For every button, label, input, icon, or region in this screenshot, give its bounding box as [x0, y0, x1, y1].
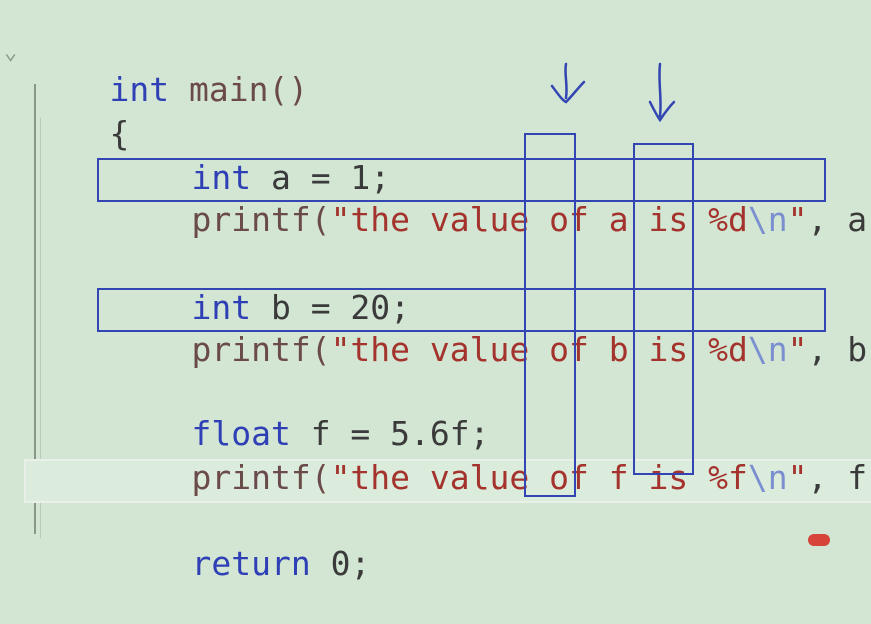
format-specifier: %f	[708, 458, 748, 497]
code-line-5[interactable]: int b = 20;	[112, 248, 410, 368]
keyword: int	[191, 288, 252, 327]
format-specifier: %d	[708, 330, 748, 369]
function-call: printf(	[191, 330, 331, 369]
scope-line	[34, 84, 36, 534]
string-literal: "	[787, 458, 808, 497]
format-specifier: %d	[708, 200, 748, 239]
code-editor[interactable]: ⌄ int main() { int a = 1; printf("the va…	[0, 0, 871, 583]
function-signature: main()	[169, 70, 309, 109]
code-line-9[interactable]: return 0;	[112, 504, 370, 624]
string-literal: "the value of	[330, 458, 609, 497]
current-line-highlight	[24, 459, 871, 503]
arguments: , f);	[807, 458, 871, 497]
code-line-4[interactable]: printf("the value of a is %d\n", a);	[112, 160, 871, 280]
statement: b = 20;	[251, 288, 411, 327]
function-call: printf(	[191, 458, 331, 497]
down-arrow-icon	[648, 62, 676, 123]
string-literal: "the value of	[330, 200, 609, 239]
highlight-box-printf-a	[97, 158, 826, 202]
string-literal: is	[628, 330, 709, 369]
escape-sequence: \n	[747, 458, 788, 497]
keyword: int	[109, 70, 170, 109]
arguments: , b);	[807, 330, 871, 369]
fold-chevron-icon[interactable]: ⌄	[4, 40, 18, 65]
string-literal: "	[787, 330, 808, 369]
code-line-1[interactable]: int main()	[30, 30, 308, 150]
highlight-box-printf-b	[97, 288, 826, 332]
keyword: int	[191, 158, 252, 197]
keyword: return	[191, 544, 311, 583]
string-literal: "the value of	[330, 330, 609, 369]
code-line-2[interactable]: {	[30, 74, 129, 194]
string-variable-name: a	[608, 200, 629, 239]
arguments: , a);	[807, 200, 871, 239]
highlight-column-format	[633, 143, 694, 475]
string-literal: "	[787, 200, 808, 239]
highlight-column-variable	[524, 133, 576, 497]
code-line-3[interactable]: int a = 1;	[112, 118, 390, 238]
statement: f = 5.6f;	[290, 414, 490, 453]
code-line-7[interactable]: float f = 5.6f;	[112, 374, 490, 494]
string-literal: is	[628, 200, 709, 239]
statement: a = 1;	[251, 158, 391, 197]
indent-guide	[40, 118, 41, 538]
error-marker-icon	[808, 534, 830, 546]
open-brace: {	[109, 114, 130, 153]
code-line-8[interactable]: printf("the value of f is %f\n", f);	[112, 418, 871, 538]
code-line-6[interactable]: printf("the value of b is %d\n", b);	[112, 290, 871, 410]
down-arrow-icon	[550, 62, 586, 104]
escape-sequence: \n	[747, 200, 788, 239]
keyword: float	[191, 414, 291, 453]
escape-sequence: \n	[747, 330, 788, 369]
statement: 0;	[310, 544, 371, 583]
string-literal: is	[628, 458, 709, 497]
function-call: printf(	[191, 200, 331, 239]
string-variable-name: b	[608, 330, 629, 369]
string-variable-name: f	[608, 458, 629, 497]
